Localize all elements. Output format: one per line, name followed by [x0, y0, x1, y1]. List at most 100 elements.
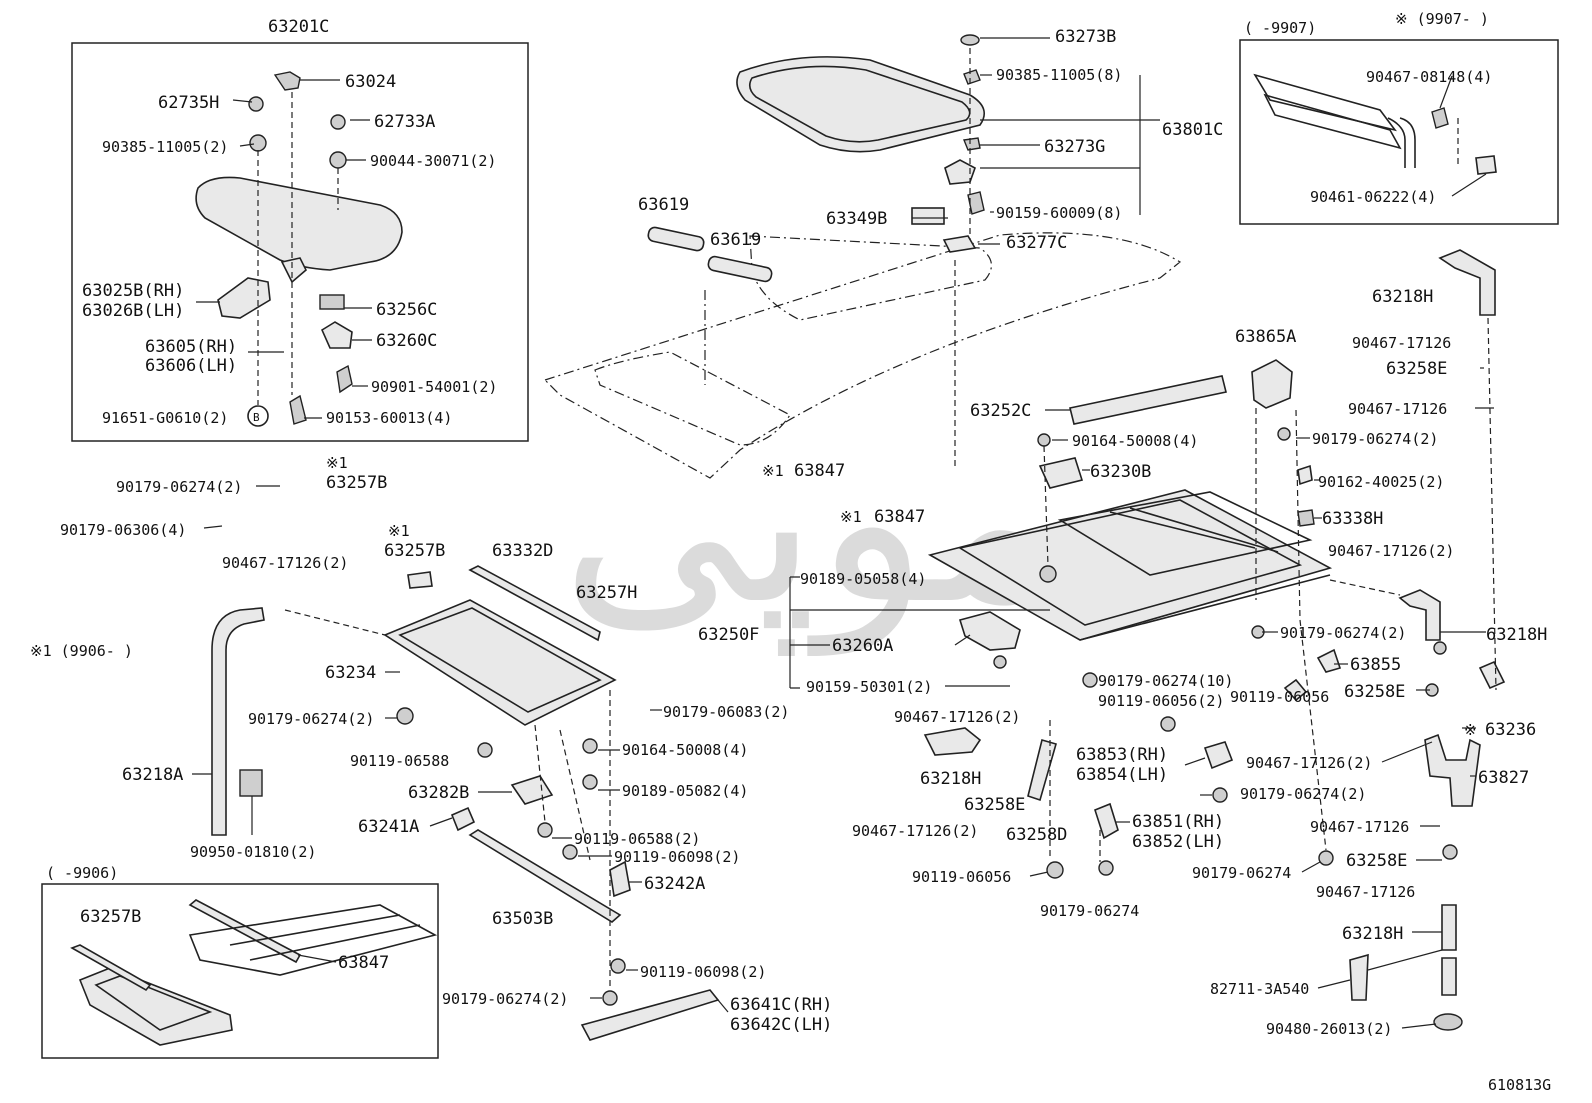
label-90164-50008-4-b: 90164-50008(4) — [1072, 432, 1198, 450]
label-90467-17126-2-b: 90467-17126(2) — [894, 708, 1020, 726]
label-90159-60009-8: 90159-60009(8) — [996, 204, 1122, 222]
label-90119-06056-2: 90119-06056(2) — [1098, 692, 1224, 710]
label-63338H: 63338H — [1322, 509, 1383, 529]
label-90179-06274-2-e: 90179-06274(2) — [1312, 430, 1438, 448]
label-63282B: 63282B — [408, 783, 469, 803]
watermark: موپی — [561, 388, 1059, 656]
label-inset-late-top: ※ (9907- ) — [1395, 10, 1489, 28]
label-90179-06306-4: 90179-06306(4) — [60, 521, 186, 539]
label-90119-06056-a: 90119-06056 — [912, 868, 1011, 886]
label-inset-early: ( -9906) — [46, 864, 118, 882]
label-63847-c: 63847 — [874, 507, 925, 527]
label-63641C-rh: 63641C(RH) — [730, 995, 832, 1015]
label-90164-50008-4-a: 90164-50008(4) — [622, 741, 748, 759]
label-note-1-a: ※1 — [326, 454, 348, 472]
label-90461-06222-4: 90461-06222(4) — [1310, 188, 1436, 206]
label-63853-rh: 63853(RH) — [1076, 745, 1168, 765]
label-90179-06274-2-c: 90179-06274(2) — [442, 990, 568, 1008]
label-90385-11005-2: 90385-11005(2) — [102, 138, 228, 156]
label-90480-26013-2: 90480-26013(2) — [1266, 1020, 1392, 1038]
label-90153-60013-4: 90153-60013(4) — [326, 409, 452, 427]
label-63252C: 63252C — [970, 401, 1031, 421]
label-90044-30071-2: 90044-30071(2) — [370, 152, 496, 170]
label-90385-11005-8: 90385-11005(8) — [996, 66, 1122, 84]
label-63257B-c: 63257B — [80, 907, 141, 927]
glass-panel — [736, 34, 986, 253]
label-90179-06274-2-f: 90179-06274(2) — [1280, 624, 1406, 642]
label-63218H-c: 63218H — [1372, 287, 1433, 307]
label-63260A: 63260A — [832, 636, 893, 656]
label-63257B-a: 63257B — [326, 473, 387, 493]
label-63827: 63827 — [1478, 768, 1529, 788]
label-63236: 63236 — [1485, 720, 1536, 740]
label-63277C: 63277C — [1006, 233, 1067, 253]
label-90189-05082-4: 90189-05082(4) — [622, 782, 748, 800]
label-90950-01810-2: 90950-01810(2) — [190, 843, 316, 861]
label-90179-06274-b: 90179-06274 — [1192, 864, 1291, 882]
label-63349B: 63349B — [826, 209, 887, 229]
label-63257B-b: 63257B — [384, 541, 445, 561]
label-63201C: 63201C — [268, 17, 329, 37]
inset-box-early — [41, 883, 439, 1059]
label-63218H-b: 63218H — [1342, 924, 1403, 944]
label-63218H-d: 63218H — [1486, 625, 1547, 645]
label-90467-17126-b: 90467-17126 — [1316, 883, 1415, 901]
label-inset-early-top: ( -9907) — [1244, 19, 1316, 37]
label-63273G: 63273G — [1044, 137, 1105, 157]
label-63230B: 63230B — [1090, 462, 1151, 482]
label-63854-lh: 63854(LH) — [1076, 765, 1168, 785]
drain-hoses — [211, 249, 1506, 1031]
label-90119-06056-b: 90119-06056 — [1230, 688, 1329, 706]
label-63256C: 63256C — [376, 300, 437, 320]
label-90162-40025-2: 90162-40025(2) — [1318, 473, 1444, 491]
label-90179-06274-2-a: 90179-06274(2) — [116, 478, 242, 496]
label-63260C: 63260C — [376, 331, 437, 351]
label-90119-06098-2-a: 90119-06098(2) — [614, 848, 740, 866]
inset-early-parts — [70, 899, 438, 1046]
label-63847-b: 63847 — [794, 461, 845, 481]
label-82711-3A540: 82711-3A540 — [1210, 980, 1309, 998]
label-91651-G0610-2: 91651-G0610(2) — [102, 409, 228, 427]
label-63242A: 63242A — [644, 874, 705, 894]
label-63241A: 63241A — [358, 817, 419, 837]
label-90189-05058-4: 90189-05058(4) — [800, 570, 926, 588]
label-90467-08148-4: 90467-08148(4) — [1366, 68, 1492, 86]
label-63851-rh: 63851(RH) — [1132, 812, 1224, 832]
label-note-1-d: ※1 — [840, 508, 862, 526]
label-62733A: 62733A — [374, 112, 435, 132]
roof-headliner — [543, 226, 1182, 479]
label-63258E-c: 63258E — [1346, 851, 1407, 871]
label-90179-06274-a: 90179-06274 — [1040, 902, 1139, 920]
label-63605-rh: 63605(RH) — [145, 337, 237, 357]
label-63218H-a: 63218H — [920, 769, 981, 789]
label-note-1-b: ※1 — [388, 522, 410, 540]
label-63234: 63234 — [325, 663, 376, 683]
label-63801C: 63801C — [1162, 120, 1223, 140]
label-63257H: 63257H — [576, 583, 637, 603]
label-90179-06083-2: 90179-06083(2) — [663, 703, 789, 721]
label-63852-lh: 63852(LH) — [1132, 832, 1224, 852]
label-90119-06588: 90119-06588 — [350, 752, 449, 770]
svg-text:B: B — [253, 411, 260, 424]
label-63258E-a: 63258E — [964, 795, 1025, 815]
label-90179-06274-2-b: 90179-06274(2) — [248, 710, 374, 728]
label-90467-17126-2-a: 90467-17126(2) — [222, 554, 348, 572]
label-90119-06588-2: 90119-06588(2) — [574, 830, 700, 848]
label-note-1-c: ※1 — [762, 462, 784, 480]
label-90159-50301-2: 90159-50301(2) — [806, 678, 932, 696]
label-63619-a: 63619 — [638, 195, 689, 215]
label-90467-17126-2-e: 90467-17126(2) — [1246, 754, 1372, 772]
label-63865A: 63865A — [1235, 327, 1296, 347]
label-63619-b: 63619 — [710, 230, 761, 250]
inset-box-main — [71, 42, 529, 442]
label-63642C-lh: 63642C(LH) — [730, 1015, 832, 1035]
label-90467-17126-2-c: 90467-17126(2) — [852, 822, 978, 840]
part-labels: 63201C 610813G ( -9906) ( -9907) ※ (9907… — [30, 10, 1551, 1094]
label-63258E-b: 63258E — [1344, 682, 1405, 702]
label-63332D: 63332D — [492, 541, 553, 561]
label-90467-17126-d: 90467-17126 — [1348, 400, 1447, 418]
label-63855: 63855 — [1350, 655, 1401, 675]
label-63258E-d: 63258E — [1386, 359, 1447, 379]
inset-box-upper-right — [1239, 39, 1559, 225]
